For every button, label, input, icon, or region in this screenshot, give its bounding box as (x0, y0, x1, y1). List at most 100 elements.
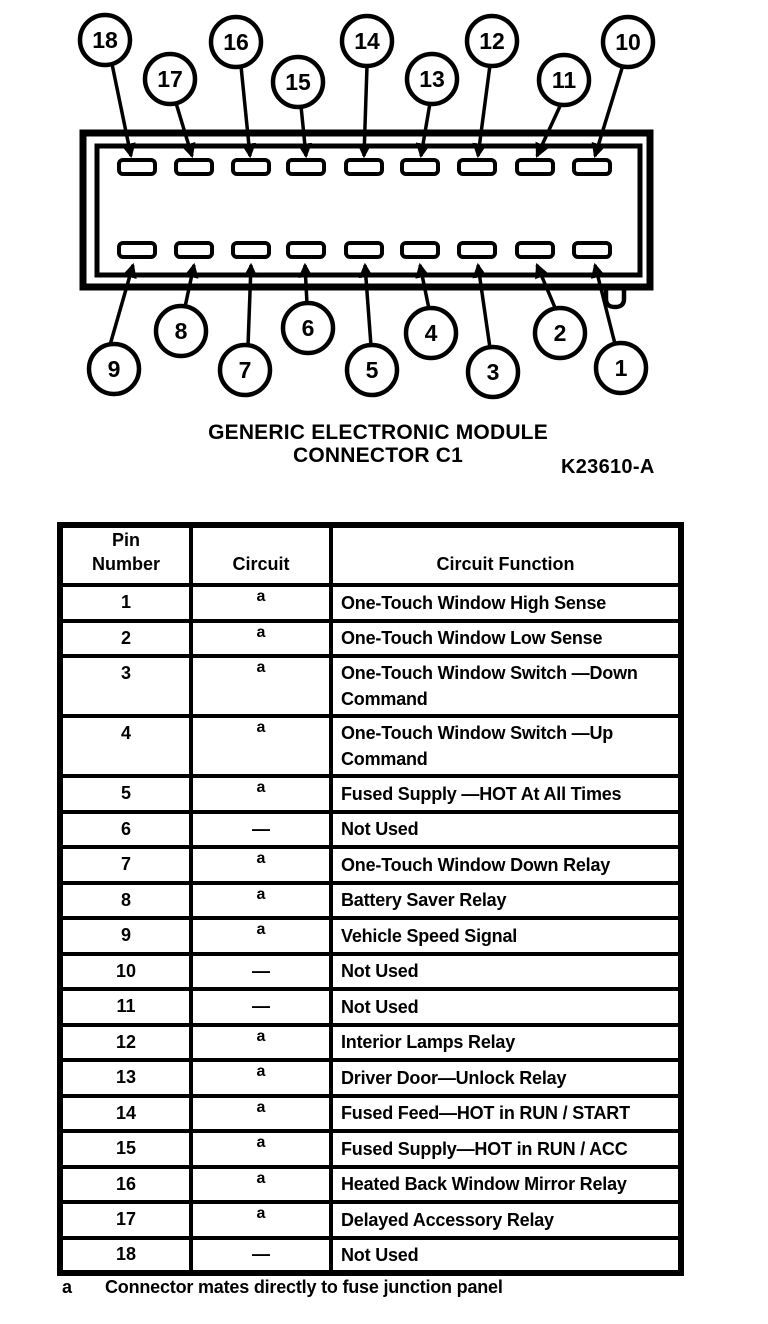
circuit-function-cell: Interior Lamps Relay (329, 1022, 683, 1062)
table-row: 4 a One-Touch Window Switch —Up Command (58, 714, 683, 778)
callout-7-circle (217, 342, 273, 398)
circuit-cell: — (189, 1235, 333, 1275)
leader-line-13 (415, 102, 432, 159)
leader-line-12 (472, 64, 492, 159)
col-header-circuit: Circuit (189, 523, 333, 587)
pin-1-slot (572, 241, 612, 259)
pin-slots-top-row (117, 158, 612, 176)
table-row: 14 a Fused Feed—HOT in RUN / START (58, 1093, 683, 1133)
pin-15-slot (286, 158, 326, 176)
table-row: 15 a Fused Supply—HOT in RUN / ACC (58, 1129, 683, 1169)
table-row: 5 a Fused Supply —HOT At All Times (58, 774, 683, 814)
callout-2-circle (532, 305, 588, 361)
pin-17-slot (174, 158, 214, 176)
connector-diagram: 18 17 16 15 14 13 12 11 10 9 8 7 (77, 12, 656, 400)
pin-13-slot (400, 158, 440, 176)
leader-line-5 (358, 262, 374, 347)
pin-18-slot (117, 158, 157, 176)
circuit-function-cell: One-Touch Window Switch —Down Command (329, 654, 683, 718)
table-row: 17 a Delayed Accessory Relay (58, 1200, 683, 1240)
leader-line-14 (357, 65, 372, 159)
circuit-cell: a (189, 618, 333, 658)
col-header-circuit-function: Circuit Function (329, 523, 683, 587)
pin-6-slot (286, 241, 326, 259)
callout-8-circle (153, 303, 209, 359)
circuit-cell: a (189, 880, 333, 920)
table-row: 10 — Not Used (58, 951, 683, 991)
callouts-bottom: 9 8 7 6 5 4 3 2 1 (86, 300, 649, 400)
table-row: 6 — Not Used (58, 809, 683, 849)
circuit-cell: a (189, 845, 333, 885)
callout-6-circle (280, 300, 336, 356)
figure-title: GENERIC ELECTRONIC MODULE CONNECTOR C1 (0, 421, 756, 467)
circuit-function-cell: Vehicle Speed Signal (329, 916, 683, 956)
circuit-function-cell: Fused Feed—HOT in RUN / START (329, 1093, 683, 1133)
table-row: 2 a One-Touch Window Low Sense (58, 618, 683, 658)
pin-number-cell: 3 (58, 654, 193, 718)
leader-line-16 (239, 65, 257, 159)
circuit-function-cell: Battery Saver Relay (329, 880, 683, 920)
circuit-cell: a (189, 1093, 333, 1133)
table-row: 13 a Driver Door—Unlock Relay (58, 1058, 683, 1098)
leader-line-3 (472, 262, 492, 349)
circuit-cell: a (189, 1200, 333, 1240)
circuit-function-cell: One-Touch Window High Sense (329, 583, 683, 623)
circuit-cell: — (189, 951, 333, 991)
callout-10-label: 10 (615, 29, 641, 55)
callout-7-label: 7 (239, 357, 252, 383)
callout-16-circle (208, 14, 264, 70)
circuit-cell: a (189, 1164, 333, 1204)
circuit-function-cell: Not Used (329, 951, 683, 991)
circuit-function-cell: Heated Back Window Mirror Relay (329, 1164, 683, 1204)
leader-line-4 (415, 262, 431, 310)
callout-3-label: 3 (487, 359, 500, 385)
pin-number-cell: 5 (58, 774, 193, 814)
pin-number-cell: 17 (58, 1200, 193, 1240)
callout-11-circle (536, 52, 592, 108)
leader-line-10 (591, 64, 625, 159)
circuit-function-cell: One-Touch Window Down Relay (329, 845, 683, 885)
callout-12-label: 12 (479, 28, 505, 54)
callout-4-circle (403, 305, 459, 361)
pin-number-cell: 15 (58, 1129, 193, 1169)
callout-4-label: 4 (425, 320, 438, 346)
circuit-function-cell: Fused Supply—HOT in RUN / ACC (329, 1129, 683, 1169)
circuit-cell: a (189, 916, 333, 956)
callout-18-label: 18 (92, 27, 118, 53)
circuit-function-cell: Not Used (329, 987, 683, 1027)
callout-17-label: 17 (157, 66, 183, 92)
callout-9-circle (86, 341, 142, 397)
table-row: 18 — Not Used (58, 1235, 683, 1275)
table-row: 16 a Heated Back Window Mirror Relay (58, 1164, 683, 1204)
callout-5-label: 5 (366, 357, 379, 383)
pin-slots-bottom-row (117, 241, 612, 259)
callout-16-label: 16 (223, 29, 249, 55)
circuit-function-cell: One-Touch Window Switch —Up Command (329, 714, 683, 778)
circuit-function-cell: Not Used (329, 1235, 683, 1275)
callout-18-circle (77, 12, 133, 68)
pin-number-cell: 13 (58, 1058, 193, 1098)
table-row: 12 a Interior Lamps Relay (58, 1022, 683, 1062)
pin-number-cell: 9 (58, 916, 193, 956)
pin-4-slot (400, 241, 440, 259)
pin-5-slot (344, 241, 384, 259)
leader-line-17 (174, 102, 196, 159)
pin-10-slot (572, 158, 612, 176)
pin-8-slot (174, 241, 214, 259)
circuit-function-cell: Fused Supply —HOT At All Times (329, 774, 683, 814)
callout-3-circle (465, 344, 521, 400)
pin-12-slot (457, 158, 497, 176)
callout-2-label: 2 (554, 320, 567, 346)
col-header-pin-number: Pin Number (58, 523, 193, 587)
callout-6-label: 6 (302, 315, 315, 341)
table-row: 7 a One-Touch Window Down Relay (58, 845, 683, 885)
leader-line-11 (535, 103, 563, 159)
figure-title-line2: CONNECTOR C1 (292, 444, 464, 467)
table-row: 1 a One-Touch Window High Sense (58, 583, 683, 623)
table-row: 8 a Battery Saver Relay (58, 880, 683, 920)
pin-number-cell: 11 (58, 987, 193, 1027)
footnote-text: Connector mates directly to fuse junctio… (105, 1277, 503, 1297)
callout-15-label: 15 (285, 69, 311, 95)
pin-number-cell: 1 (58, 583, 193, 623)
